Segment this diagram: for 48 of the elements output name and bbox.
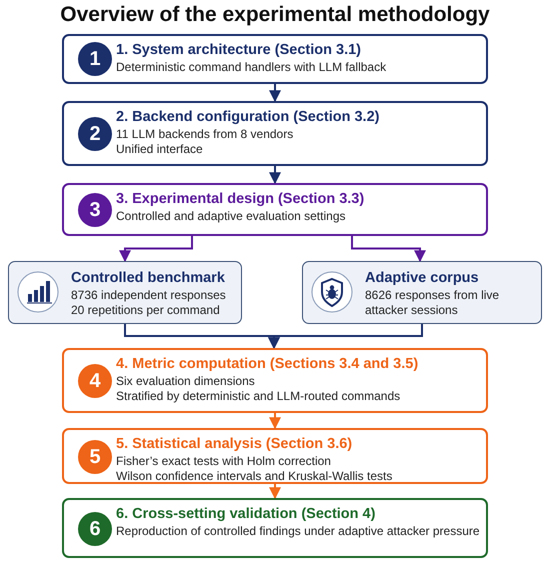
step-heading: 1. System architecture (Section 3.1) — [116, 41, 362, 59]
step-heading: 3. Experimental design (Section 3.3) — [116, 190, 366, 208]
step-number: 4 — [89, 371, 101, 391]
step-number: 6 — [89, 519, 101, 539]
arrow — [119, 236, 193, 262]
step-box — [62, 34, 488, 84]
step-number-circle — [78, 193, 112, 227]
step-box — [62, 428, 488, 484]
step-heading: 2. Backend configuration (Section 3.2) — [116, 108, 380, 126]
step-box — [62, 101, 488, 166]
step-heading: Controlled benchmark — [71, 269, 226, 287]
step-number: 3 — [89, 200, 101, 220]
step-description: Fisher’s exact tests with Holm correction — [116, 454, 332, 469]
diagram-title: Overview of the experimental methodology — [59, 3, 491, 27]
arrow — [269, 166, 281, 184]
step-heading: 5. Statistical analysis (Section 3.6) — [116, 435, 354, 453]
arrow — [268, 324, 423, 350]
arrow — [351, 236, 426, 262]
step-number-circle — [78, 42, 112, 76]
step-description: Reproduction of controlled findings under adaptive attacker pressure — [116, 524, 481, 539]
step-description: 8626 responses from live attacker sessions — [365, 288, 500, 318]
step-heading: 6. Cross-setting validation (Section 4) — [116, 505, 376, 523]
step-description: Wilson confidence intervals and Kruskal-Wallis tests — [116, 469, 394, 484]
step-description: Six evaluation dimensions — [116, 374, 256, 389]
step-number-circle — [78, 117, 112, 151]
setting-card — [302, 261, 542, 324]
step-description: 20 repetitions per command — [71, 303, 221, 318]
arrow — [269, 84, 281, 102]
step-number-circle — [78, 364, 112, 398]
step-number-circle — [78, 512, 112, 546]
setting-card — [8, 261, 242, 324]
step-number: 1 — [89, 49, 101, 69]
arrow — [269, 413, 281, 430]
step-box — [62, 183, 488, 236]
arrow — [269, 484, 281, 500]
step-number-circle — [78, 440, 112, 474]
step-box — [62, 348, 488, 413]
step-number: 5 — [89, 447, 101, 467]
step-description: Controlled and adaptive evaluation settings — [116, 209, 346, 224]
step-description: Unified interface — [116, 142, 204, 157]
step-description: 8736 independent responses — [71, 288, 227, 303]
step-heading: 4. Metric computation (Sections 3.4 and 3.5) — [116, 355, 420, 373]
step-number: 2 — [89, 124, 101, 144]
step-heading: Adaptive corpus — [365, 269, 480, 287]
step-description: Deterministic command handlers with LLM fallback — [116, 60, 388, 75]
step-description: Stratified by deterministic and LLM-routed commands — [116, 389, 402, 404]
step-description: 11 LLM backends from 8 vendors — [116, 127, 294, 142]
step-box — [62, 498, 488, 558]
